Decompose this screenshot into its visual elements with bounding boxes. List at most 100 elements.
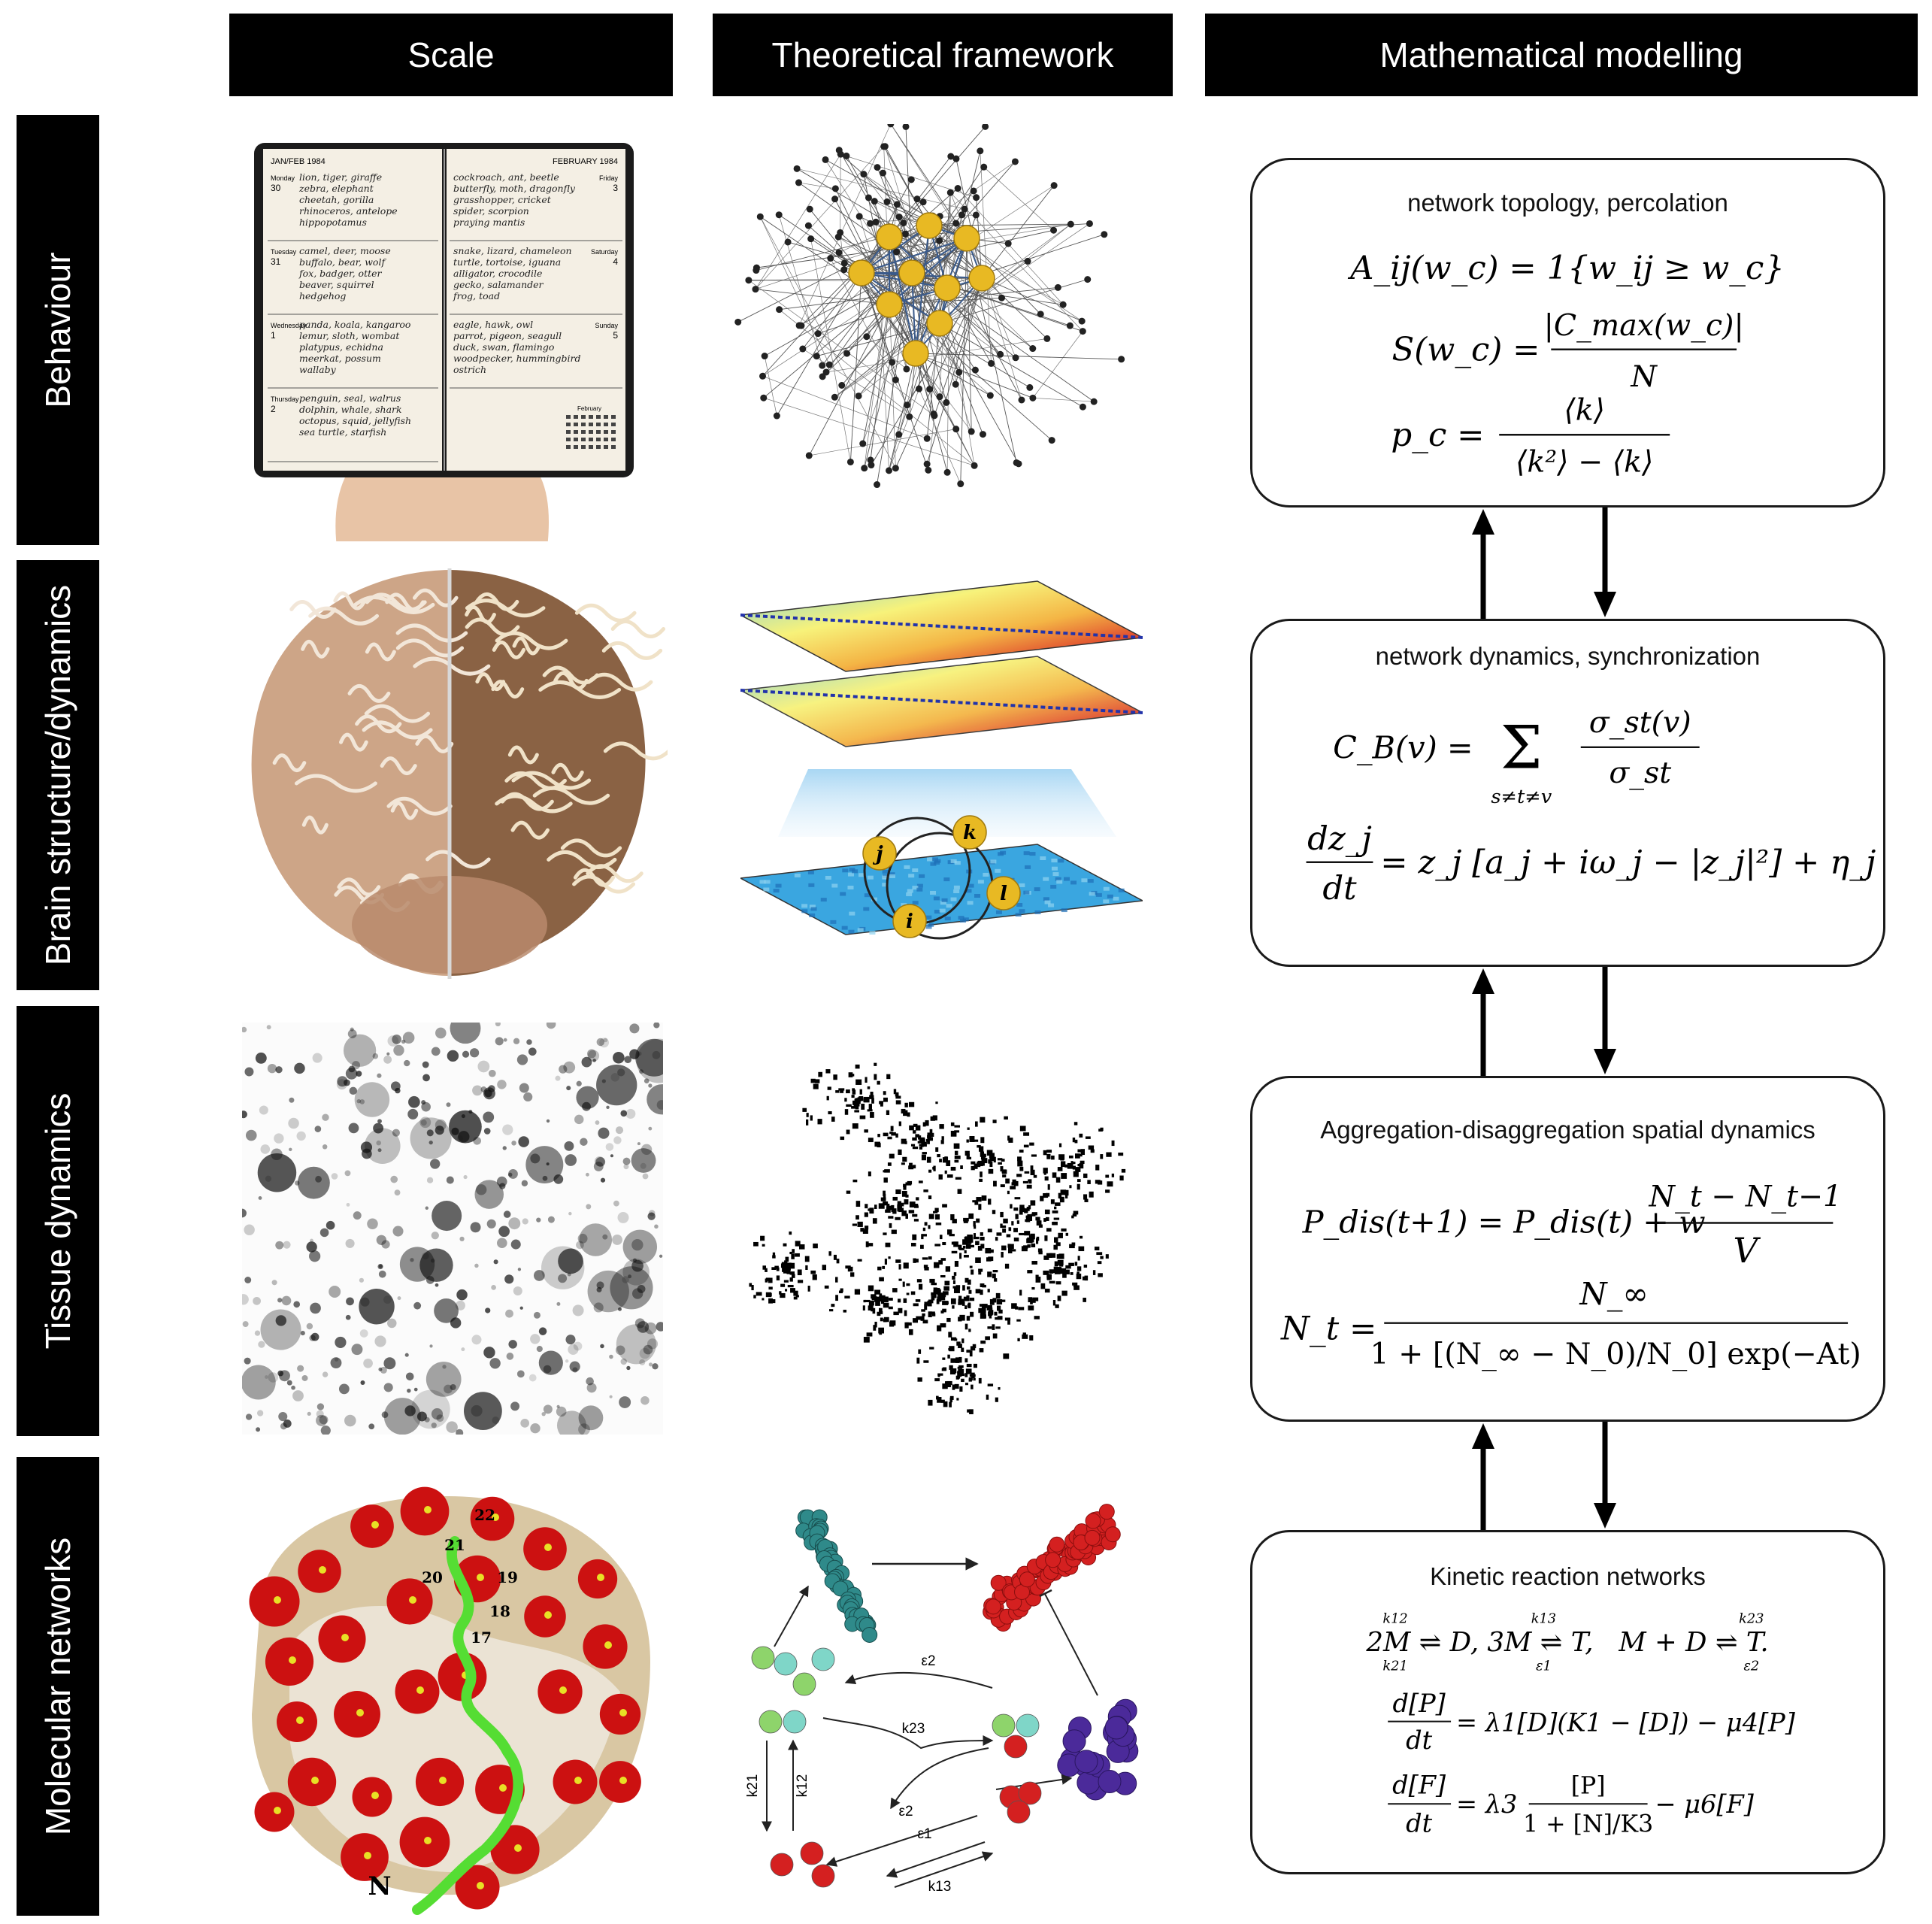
cluster-particle	[908, 1101, 915, 1107]
monomer-sphere	[1016, 1713, 1040, 1738]
cluster-particle	[995, 1326, 1001, 1329]
protein-yellow-spot	[499, 1784, 507, 1792]
eq-logistic-denominator: 1 + [(N_∞ − N_0)/N_0] exp(−At)	[1370, 1337, 1861, 1371]
cluster-particle	[879, 1277, 884, 1282]
protein-yellow-spot	[424, 1506, 432, 1513]
cluster-particle	[971, 1165, 975, 1171]
tissue-aggregate	[620, 1110, 628, 1117]
cluster-particle	[1002, 1228, 1007, 1233]
cluster-particle	[918, 1180, 923, 1183]
tissue-aggregate	[629, 1023, 640, 1034]
cluster-particle	[942, 1291, 949, 1295]
cluster-particle	[1044, 1288, 1050, 1293]
cluster-particle	[902, 1281, 905, 1287]
cluster-particle	[895, 1189, 901, 1195]
tissue-aggregate	[519, 1306, 523, 1310]
tissue-aggregate	[538, 1350, 563, 1375]
diary-entry-line: ostrich	[453, 364, 486, 375]
layer-noise-cell	[954, 861, 961, 865]
network-node	[752, 286, 759, 293]
diary-entry-line: parrot, pigeon, seagull	[453, 330, 562, 341]
brain-gyrus	[390, 801, 419, 820]
cluster-particle	[928, 1213, 934, 1220]
brain-gyrus	[380, 756, 417, 776]
protein-yellow-spot	[356, 1709, 364, 1716]
cluster-particle	[978, 1271, 982, 1275]
mini-calendar-cell	[574, 430, 578, 434]
network-core-edge	[861, 238, 968, 274]
tissue-aggregate	[578, 1405, 604, 1431]
tissue-aggregate	[373, 1123, 384, 1134]
cluster-particle	[891, 1204, 895, 1210]
network-edge	[760, 216, 890, 305]
cluster-particle	[980, 1232, 983, 1236]
cluster-particle	[1058, 1192, 1062, 1198]
cluster-particle	[915, 1125, 921, 1131]
tissue-aggregate	[640, 1395, 650, 1405]
cluster-particle	[924, 1301, 931, 1306]
tissue-aggregate	[419, 1117, 432, 1129]
layer-noise-cell	[925, 925, 932, 929]
cluster-particle	[1029, 1335, 1034, 1341]
rate-forward: k23	[1739, 1611, 1764, 1626]
network-edge	[755, 153, 841, 289]
cluster-particle	[1084, 1275, 1089, 1281]
network-edge	[764, 356, 777, 417]
network-node	[865, 194, 872, 201]
mini-calendar-cell	[596, 445, 601, 449]
tissue-aggregate	[628, 1274, 632, 1279]
cluster-particle	[776, 1267, 780, 1271]
network-node	[900, 219, 907, 226]
inhibit-bar	[1039, 1589, 1052, 1598]
cluster-particle	[935, 1101, 938, 1104]
protein-yellow-spot	[371, 1521, 379, 1529]
tissue-aggregate	[300, 1331, 305, 1336]
cluster-particle	[1035, 1276, 1041, 1283]
red-bead	[1084, 1529, 1101, 1546]
tissue-aggregate	[242, 1365, 276, 1400]
tissue-aggregate	[434, 1298, 459, 1323]
cluster-particle	[931, 1283, 937, 1286]
cluster-particle	[958, 1244, 962, 1250]
cluster-particle	[874, 1204, 877, 1210]
cluster-particle	[980, 1310, 986, 1317]
cluster-particle	[840, 1136, 845, 1141]
diary-entry-line: penguin, seal, walrus	[299, 392, 401, 404]
cluster-particle	[1052, 1300, 1056, 1306]
cluster-particle	[980, 1171, 983, 1177]
arrow-e2-bottom	[825, 1815, 978, 1867]
cluster-particle	[969, 1350, 973, 1357]
cluster-particle	[1011, 1249, 1016, 1252]
network-node	[840, 259, 848, 267]
arrow-e1	[886, 1841, 986, 1878]
tissue-aggregate	[322, 1113, 329, 1121]
monomer-sphere	[1018, 1781, 1042, 1805]
brain-gyrus	[301, 815, 329, 835]
cluster-particle	[1005, 1178, 1010, 1184]
layer-noise-cell	[947, 860, 954, 865]
cluster-particle	[903, 1110, 908, 1117]
cluster-particle	[1085, 1136, 1091, 1139]
cluster-particle	[965, 1244, 971, 1249]
cluster-particle	[889, 1223, 892, 1229]
rate-backward: ε1	[1536, 1659, 1552, 1674]
network-edge	[875, 222, 889, 471]
cluster-particle	[950, 1122, 955, 1126]
arrow-e2-top	[844, 1671, 993, 1689]
tissue-aggregate	[364, 1128, 401, 1164]
cluster-particle	[989, 1315, 992, 1319]
tissue-aggregate	[360, 1297, 370, 1307]
network-edge	[866, 336, 907, 370]
cluster-particle	[1017, 1156, 1022, 1162]
tissue-aggregate	[286, 1380, 292, 1386]
network-edge	[960, 238, 968, 484]
red-bead	[1104, 1526, 1121, 1543]
cluster-particle	[810, 1078, 816, 1083]
tissue-aggregate	[516, 1054, 528, 1065]
cluster-particle	[805, 1265, 808, 1271]
network-node	[1018, 396, 1025, 404]
network-edge	[884, 146, 930, 226]
cluster-particle	[966, 1286, 971, 1290]
cluster-particle	[931, 1292, 936, 1296]
tissue-aggregate	[572, 1304, 584, 1317]
